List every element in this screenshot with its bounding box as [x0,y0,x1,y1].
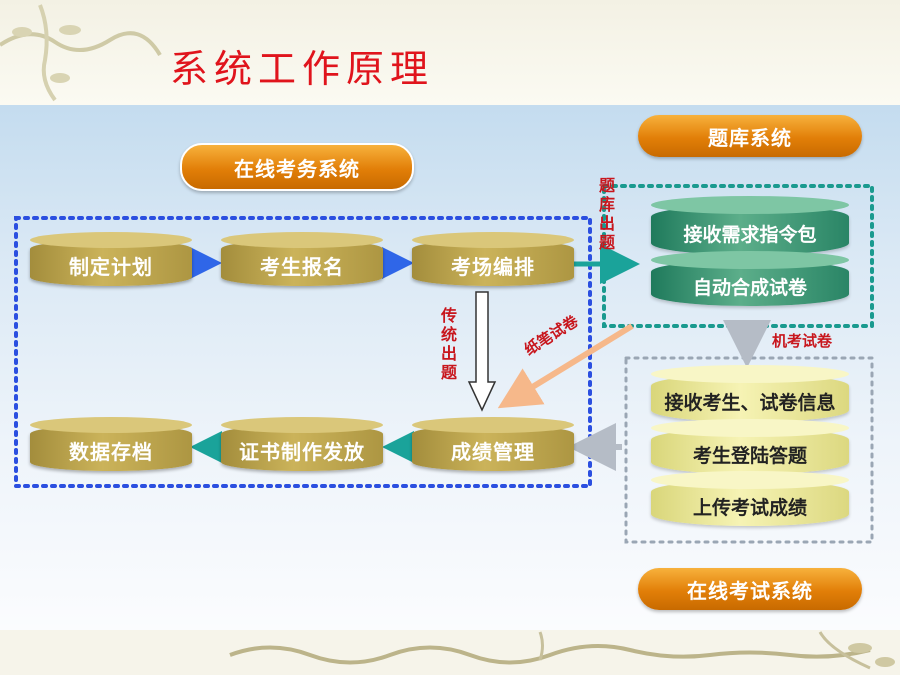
step-make-plan: 制定计划 [30,232,192,286]
bank-step-compose-paper: 自动合成试卷 [651,251,849,306]
exam-step-receive-info: 接收考生、试卷信息 [651,365,849,422]
online-exam-frame [624,356,874,544]
step-certificate-issue: 证书制作发放 [221,417,383,471]
label-bank-output: 题库出题 [598,176,615,252]
arrow-paper-exam [497,323,634,409]
top-decorative-band [0,0,900,105]
exam-step-upload-score: 上传考试成绩 [651,471,849,526]
step-data-archive: 数据存档 [30,417,192,471]
question-bank-title: 题库系统 [638,115,862,157]
exam-step-login-answer: 考生登陆答题 [651,419,849,474]
step-exam-arrangement: 考场编排 [412,232,574,286]
arrow-traditional-output [467,291,497,412]
page-title: 系统工作原理 [170,47,435,91]
label-traditional-output: 传统出题 [440,306,457,382]
online-exam-affairs-frame [14,216,592,488]
online-exam-affairs-title: 在线考务系统 [180,143,414,191]
step-registration: 考生报名 [221,232,383,286]
step-score-management: 成绩管理 [412,417,574,471]
bank-step-receive-instructions: 接收需求指令包 [651,196,849,255]
online-exam-title: 在线考试系统 [638,568,862,610]
label-computer-exam: 机考试卷 [772,332,833,350]
